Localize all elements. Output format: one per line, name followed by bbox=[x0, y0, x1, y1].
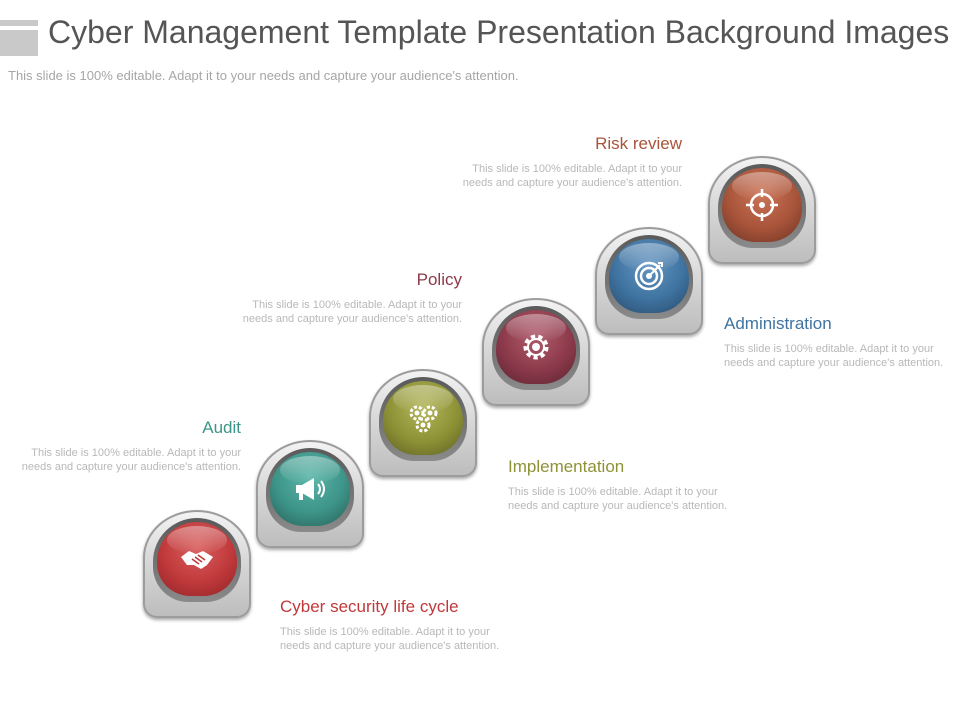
step-label-audit: Audit bbox=[202, 418, 241, 437]
step-desc-risk-review: This slide is 100% editable. Adapt it to… bbox=[462, 163, 682, 189]
step-dome bbox=[157, 522, 237, 596]
crosshair-icon bbox=[746, 189, 778, 221]
target-icon bbox=[634, 261, 664, 291]
step-label-cyber-security: Cyber security life cycle bbox=[280, 597, 459, 616]
gear-icon bbox=[523, 334, 549, 360]
step-label-risk-review: Risk review bbox=[595, 134, 682, 153]
step-desc-cyber-security: This slide is 100% editable. Adapt it to… bbox=[280, 626, 500, 652]
step-label-policy: Policy bbox=[416, 270, 462, 289]
gears-icon bbox=[409, 405, 438, 433]
page-subtitle: This slide is 100% editable. Adapt it to… bbox=[8, 68, 519, 83]
step-label-implementation: Implementation bbox=[508, 457, 625, 476]
step-tile-audit bbox=[256, 440, 364, 548]
step-dome bbox=[383, 381, 463, 455]
step-desc-policy: This slide is 100% editable. Adapt it to… bbox=[242, 299, 462, 325]
step-dome bbox=[609, 239, 689, 313]
step-tile-administration bbox=[595, 227, 703, 335]
step-tile-implementation bbox=[369, 369, 477, 477]
megaphone-icon bbox=[296, 478, 325, 500]
step-label-administration: Administration bbox=[724, 314, 832, 333]
page-title: Cyber Management Template Presentation B… bbox=[48, 14, 950, 50]
slide-logo-mark bbox=[0, 20, 38, 56]
step-dome bbox=[270, 452, 350, 526]
step-tile-risk-review bbox=[708, 156, 816, 264]
handshake-icon bbox=[181, 551, 213, 569]
step-tile-cyber-security bbox=[143, 510, 251, 618]
step-desc-administration: This slide is 100% editable. Adapt it to… bbox=[724, 343, 944, 369]
step-tile-policy bbox=[482, 298, 590, 406]
step-desc-audit: This slide is 100% editable. Adapt it to… bbox=[21, 447, 241, 473]
step-desc-implementation: This slide is 100% editable. Adapt it to… bbox=[508, 486, 728, 512]
step-dome bbox=[496, 310, 576, 384]
step-dome bbox=[722, 168, 802, 242]
